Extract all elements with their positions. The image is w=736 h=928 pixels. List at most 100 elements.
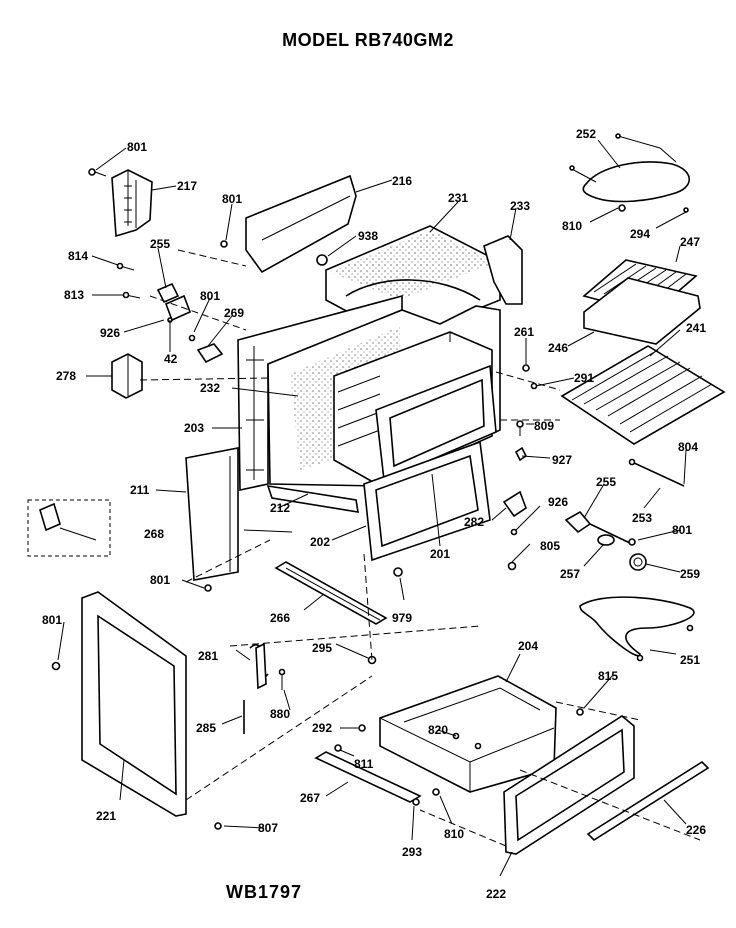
callout-226: 226 — [686, 823, 706, 837]
callout-926: 926 — [548, 495, 568, 509]
callout-810: 810 — [562, 219, 582, 233]
part-281-hook — [249, 642, 269, 690]
callout-813: 813 — [64, 288, 84, 302]
part-246-broiler-pan — [583, 277, 701, 345]
callout-257: 257 — [560, 567, 580, 581]
part-927-clip — [514, 446, 528, 462]
callout-278: 278 — [56, 369, 76, 383]
callout-267: 267 — [300, 791, 320, 805]
part-255-sensor — [564, 510, 636, 546]
part-815-screw — [576, 708, 584, 716]
part-814-screw — [116, 262, 135, 271]
part-233-bracket — [483, 235, 523, 305]
part-201-front-frame — [375, 364, 497, 482]
part-261-screw — [522, 364, 530, 372]
assembly-lines — [139, 249, 701, 847]
callout-880: 880 — [270, 707, 290, 721]
callout-801: 801 — [127, 140, 147, 154]
part-291-screw — [530, 382, 538, 390]
callout-291: 291 — [574, 371, 594, 385]
callout-222: 222 — [486, 887, 506, 901]
part-255-clip — [156, 282, 180, 304]
part-811-screw — [334, 744, 342, 752]
callout-202: 202 — [310, 535, 330, 549]
callout-811: 811 — [354, 757, 374, 771]
callout-251: 251 — [680, 653, 700, 667]
callout-labels: 801 217 814 255 813 801 926 42 269 278 8… — [42, 127, 706, 901]
part-252-broil-element — [569, 133, 690, 213]
callout-203: 203 — [184, 421, 204, 435]
callout-807: 807 — [258, 821, 278, 835]
callout-282: 282 — [464, 515, 484, 529]
callout-294: 294 — [630, 227, 650, 241]
callout-216: 216 — [392, 174, 412, 188]
callout-927: 927 — [552, 453, 572, 467]
callout-268: 268 — [144, 527, 164, 541]
part-813-screw — [122, 291, 141, 299]
callout-809: 809 — [534, 419, 554, 433]
callout-292: 292 — [312, 721, 332, 735]
callout-241: 241 — [686, 321, 706, 335]
callout-266: 266 — [270, 611, 290, 625]
part-926-bracket — [164, 294, 192, 323]
callout-281: 281 — [198, 649, 218, 663]
part-801-screw-b — [188, 334, 196, 342]
callout-247: 247 — [680, 235, 700, 249]
callout-261: 261 — [514, 325, 534, 339]
callout-253: 253 — [632, 511, 652, 525]
callout-252: 252 — [576, 127, 596, 141]
callout-293: 293 — [402, 845, 422, 859]
part-251-bake-element — [579, 596, 695, 662]
part-253-rod — [628, 458, 685, 487]
part-282-elbow — [502, 490, 527, 518]
part-259-knob — [629, 553, 647, 571]
callout-269: 269 — [224, 306, 244, 320]
callout-255: 255 — [596, 475, 616, 489]
drawing-code: WB1797 — [226, 882, 303, 902]
callout-255: 255 — [150, 237, 170, 251]
callout-801: 801 — [150, 573, 170, 587]
callout-221: 221 — [96, 809, 116, 823]
callout-815: 815 — [598, 669, 618, 683]
part-269-clip — [196, 343, 224, 364]
part-293-clip — [412, 798, 420, 806]
part-801-screw-d — [204, 584, 212, 592]
part-221-door — [81, 591, 187, 817]
part-266-rail — [274, 561, 388, 625]
part-268-inset — [27, 499, 111, 557]
callout-295: 295 — [312, 641, 332, 655]
part-226-handle-rod — [586, 760, 710, 842]
callout-201: 201 — [430, 547, 450, 561]
callout-212: 212 — [270, 501, 290, 515]
leader-lines — [57, 139, 687, 877]
part-217-bracket — [111, 169, 153, 238]
callout-233: 233 — [510, 199, 530, 213]
model-title: MODEL RB740GM2 — [282, 30, 454, 50]
callout-232: 232 — [200, 381, 220, 395]
part-257-cap — [597, 534, 615, 546]
callout-801: 801 — [42, 613, 62, 627]
callout-246: 246 — [548, 341, 568, 355]
part-801-screw-c — [220, 240, 228, 248]
callout-820: 820 — [428, 723, 448, 737]
callout-259: 259 — [680, 567, 700, 581]
part-278-bracket — [111, 353, 143, 399]
part-241-oven-rack — [560, 345, 726, 445]
part-926-spacer — [510, 528, 518, 536]
callout-938: 938 — [358, 229, 378, 243]
callout-217: 217 — [177, 179, 197, 193]
callout-285: 285 — [196, 721, 216, 735]
callout-42: 42 — [164, 352, 178, 366]
callout-801: 801 — [200, 289, 220, 303]
part-805-nut — [507, 561, 517, 571]
part-880-screw — [278, 668, 286, 690]
part-222-drawer-front — [503, 715, 635, 855]
part-938-plug — [316, 254, 328, 266]
part-211-side-panel — [185, 447, 239, 581]
callout-979: 979 — [392, 611, 412, 625]
part-801-screw-f — [51, 661, 61, 671]
callout-801: 801 — [672, 523, 692, 537]
callout-814: 814 — [68, 249, 88, 263]
callout-805: 805 — [540, 539, 560, 553]
